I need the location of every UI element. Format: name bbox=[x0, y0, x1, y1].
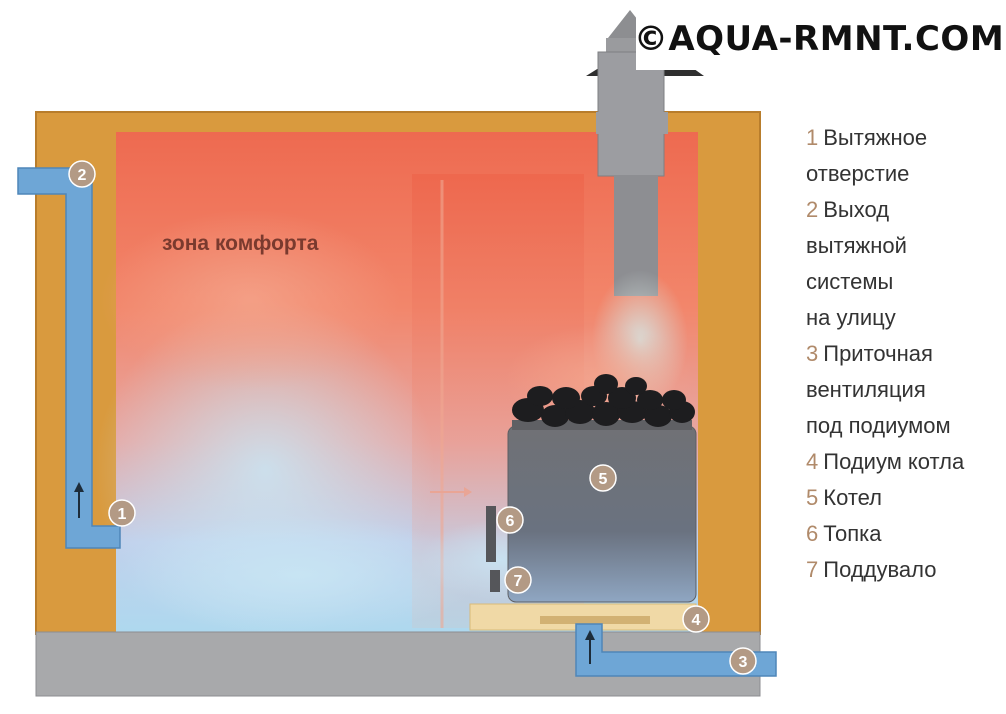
legend-text: Выход bbox=[823, 197, 890, 222]
legend-text: на улицу bbox=[806, 305, 896, 330]
legend-text: Топка bbox=[823, 521, 882, 546]
exhaust-flow-arrow-head bbox=[74, 482, 84, 492]
marker-circle bbox=[682, 605, 710, 633]
sauna-stones bbox=[512, 374, 695, 427]
legend-text: Вытяжное bbox=[823, 125, 928, 150]
supply-flow-arrow-head bbox=[585, 630, 595, 640]
legend-text: под подиумом bbox=[806, 413, 951, 438]
marker-circle bbox=[504, 566, 532, 594]
legend-line: на улицу bbox=[806, 300, 1004, 336]
legend-text: системы bbox=[806, 269, 894, 294]
marker-1: 1 bbox=[108, 499, 136, 527]
comfort-zone-label: зона комфорта bbox=[162, 232, 319, 255]
marker-label: 5 bbox=[599, 471, 608, 488]
warm-air-cloud bbox=[100, 210, 400, 390]
firebox-door bbox=[486, 506, 496, 562]
marker-label: 6 bbox=[506, 513, 515, 530]
legend-number: 7 bbox=[806, 557, 819, 582]
marker-6: 6 bbox=[496, 506, 524, 534]
exhaust-duct bbox=[17, 167, 121, 549]
legend-number: 5 bbox=[806, 485, 819, 510]
legend-text: Приточная bbox=[823, 341, 933, 366]
legend-number: 3 bbox=[806, 341, 819, 366]
stone bbox=[637, 390, 663, 410]
ceiling-flange bbox=[596, 112, 668, 134]
marker-7: 7 bbox=[504, 566, 532, 594]
legend-text: вентиляция bbox=[806, 377, 926, 402]
legend-number: 2 bbox=[806, 197, 819, 222]
marker-label: 4 bbox=[692, 612, 701, 629]
legend-text: отверстие bbox=[806, 161, 910, 186]
watermark: ©AQUA-RMNT.COM bbox=[634, 8, 1004, 70]
legend-line: вентиляция bbox=[806, 372, 1004, 408]
marker-circle bbox=[729, 647, 757, 675]
legend-text: Котел bbox=[823, 485, 882, 510]
podium-vent-gap bbox=[540, 616, 650, 624]
legend-line: отверстие bbox=[806, 156, 1004, 192]
marker-2: 2 bbox=[68, 160, 96, 188]
stone bbox=[644, 405, 672, 427]
stone bbox=[594, 374, 618, 394]
flow-arrow-head bbox=[464, 487, 472, 497]
stone bbox=[527, 386, 553, 406]
marker-3: 3 bbox=[729, 647, 757, 675]
legend-line: вытяжной bbox=[806, 228, 1004, 264]
marker-label: 7 bbox=[514, 573, 523, 590]
marker-4: 4 bbox=[682, 605, 710, 633]
legend-number: 6 bbox=[806, 521, 819, 546]
legend-text: Подиум котла bbox=[823, 449, 965, 474]
marker-circle bbox=[589, 464, 617, 492]
legend-line: системы bbox=[806, 264, 1004, 300]
stone bbox=[552, 387, 580, 409]
stone bbox=[662, 390, 686, 410]
stone bbox=[592, 402, 620, 426]
marker-circle bbox=[108, 499, 136, 527]
legend-text: вытяжной bbox=[806, 233, 907, 258]
marker-label: 3 bbox=[739, 654, 748, 671]
marker-5: 5 bbox=[589, 464, 617, 492]
marker-circle bbox=[68, 160, 96, 188]
stone bbox=[541, 405, 569, 427]
ashpit-door bbox=[490, 570, 500, 592]
legend-line: под подиумом bbox=[806, 408, 1004, 444]
marker-label: 2 bbox=[78, 167, 87, 184]
legend-text: Поддувало bbox=[823, 557, 937, 582]
marker-circle bbox=[496, 506, 524, 534]
supply-duct bbox=[575, 623, 777, 677]
stove-body bbox=[507, 425, 697, 603]
legend-number: 1 bbox=[806, 125, 819, 150]
stone bbox=[625, 377, 647, 395]
legend-number: 4 bbox=[806, 449, 819, 474]
marker-label: 1 bbox=[118, 506, 127, 523]
cool-air-cloud-lower bbox=[120, 515, 480, 635]
